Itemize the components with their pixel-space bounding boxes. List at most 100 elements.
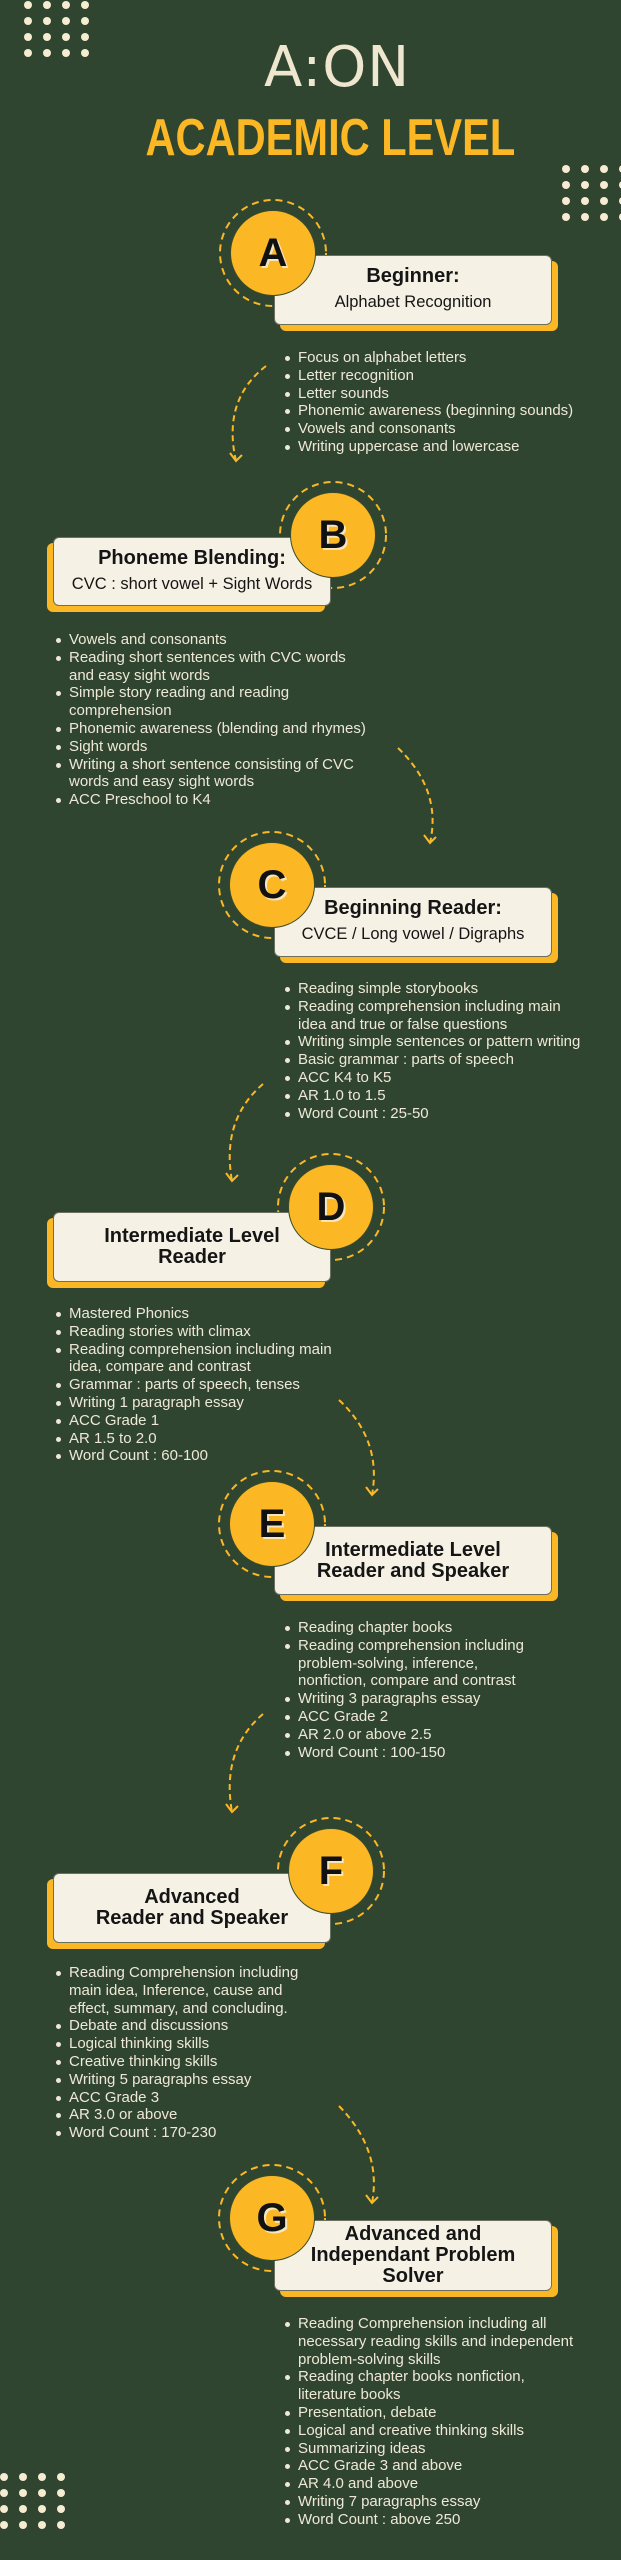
list-item: Simple story reading and reading compreh…: [56, 684, 366, 720]
aon-logo: A:ON: [264, 35, 411, 100]
list-item: AR 4.0 and above: [285, 2475, 573, 2493]
dot: [581, 197, 589, 205]
level-subtitle: Alphabet Recognition: [334, 293, 492, 311]
list-item: Writing 7 paragraphs essay: [285, 2493, 573, 2511]
level-title: Phoneme Blending:: [98, 546, 286, 569]
list-item: Reading Comprehension including all nece…: [285, 2315, 573, 2368]
page-title: ACADEMIC LEVEL: [145, 109, 516, 167]
dot: [0, 2473, 8, 2481]
list-item: Phonemic awareness (blending and rhymes): [56, 720, 366, 738]
dot: [62, 49, 70, 57]
dashed-ring: [218, 831, 326, 939]
list-item: Word Count : above 250: [285, 2511, 573, 2529]
list-item: Debate and discussions: [56, 2017, 298, 2035]
level-title: Intermediate Level Reader and Speaker: [316, 1538, 510, 1582]
dashed-ring: [218, 1470, 326, 1578]
list-item: Writing uppercase and lowercase: [285, 438, 573, 456]
dashed-arrow-connector: [338, 1399, 375, 1496]
level-card-f: Advanced Reader and Speaker: [53, 1873, 331, 1943]
dot: [43, 17, 51, 25]
level-card-c: Beginning Reader:CVCE / Long vowel / Dig…: [274, 887, 552, 957]
level-title: Advanced Reader and Speaker: [95, 1886, 289, 1929]
dashed-arrow-connector: [338, 2105, 375, 2204]
decorative-dots-top-right: [562, 165, 621, 221]
list-item: AR 1.5 to 2.0: [56, 1430, 332, 1448]
level-card-a: Beginner:Alphabet Recognition: [274, 255, 552, 325]
list-item: ACC Grade 3 and above: [285, 2457, 573, 2475]
dot: [38, 2489, 46, 2497]
dot: [24, 17, 32, 25]
dashed-ring: [277, 1153, 385, 1261]
dot: [562, 213, 570, 221]
list-item: Phonemic awareness (beginning sounds): [285, 402, 573, 420]
list-item: AR 2.0 or above 2.5: [285, 1726, 524, 1744]
dot: [619, 213, 621, 221]
arrowhead-icon: [423, 834, 437, 845]
dot: [600, 213, 608, 221]
list-item: Logical and creative thinking skills: [285, 2422, 573, 2440]
level-title: Intermediate Level Reader: [104, 1225, 280, 1268]
dashed-ring: [277, 1817, 385, 1925]
dot: [57, 2489, 65, 2497]
level-badge-c: C: [229, 842, 315, 928]
dot: [562, 181, 570, 189]
dashed-ring: [219, 199, 327, 307]
dashed-ring: [279, 481, 387, 589]
list-item: Word Count : 60-100: [56, 1447, 332, 1465]
dot: [581, 213, 589, 221]
dot: [57, 2521, 65, 2529]
list-item: Summarizing ideas: [285, 2440, 573, 2458]
list-item: Writing 3 paragraphs essay: [285, 1690, 524, 1708]
arrowhead-icon: [225, 1803, 239, 1814]
dot: [0, 2521, 8, 2529]
dot: [0, 2505, 8, 2513]
list-item: Creative thinking skills: [56, 2053, 298, 2071]
dot: [43, 49, 51, 57]
dot: [81, 49, 89, 57]
dashed-arrow-connector: [397, 747, 434, 844]
decorative-dots-bottom-left: [0, 2473, 65, 2529]
dot: [24, 1, 32, 9]
list-item: Writing a short sentence consisting of C…: [56, 756, 366, 792]
list-item: Writing 5 paragraphs essay: [56, 2071, 298, 2089]
list-item: Vowels and consonants: [56, 631, 366, 649]
level-card-b: Phoneme Blending:CVC : short vowel + Sig…: [53, 537, 331, 606]
dot: [81, 17, 89, 25]
dot: [581, 181, 589, 189]
dot: [81, 33, 89, 41]
dot: [24, 49, 32, 57]
level-title: Beginning Reader:: [324, 897, 502, 919]
dot: [38, 2521, 46, 2529]
dot: [600, 181, 608, 189]
dashed-arrow-connector: [228, 1713, 264, 1813]
decorative-dots-top-left: [24, 1, 89, 57]
dot: [619, 165, 621, 173]
list-item: Word Count : 170-230: [56, 2124, 298, 2142]
list-item: Mastered Phonics: [56, 1305, 332, 1323]
list-item: Reading comprehension including problem-…: [285, 1637, 524, 1690]
dot: [38, 2473, 46, 2481]
list-item: Word Count : 100-150: [285, 1744, 524, 1762]
dot: [62, 33, 70, 41]
list-item: Reading chapter books nonfiction, litera…: [285, 2368, 573, 2404]
dot: [43, 33, 51, 41]
list-item: Logical thinking skills: [56, 2035, 298, 2053]
arrowhead-icon: [365, 2194, 379, 2205]
dot: [581, 165, 589, 173]
list-item: AR 3.0 or above: [56, 2106, 298, 2124]
dot: [600, 197, 608, 205]
level-badge-g: G: [229, 2175, 315, 2261]
dot: [62, 17, 70, 25]
list-item: ACC Preschool to K4: [56, 791, 366, 809]
dashed-ring: [218, 2164, 326, 2272]
arrowhead-icon: [225, 1172, 239, 1183]
list-item: Vowels and consonants: [285, 420, 573, 438]
list-item: Reading comprehension including main ide…: [285, 998, 580, 1034]
list-item: Sight words: [56, 738, 366, 756]
level-title: Advanced and Independant Problem Solver: [310, 2223, 516, 2287]
list-item: ACC Grade 2: [285, 1708, 524, 1726]
